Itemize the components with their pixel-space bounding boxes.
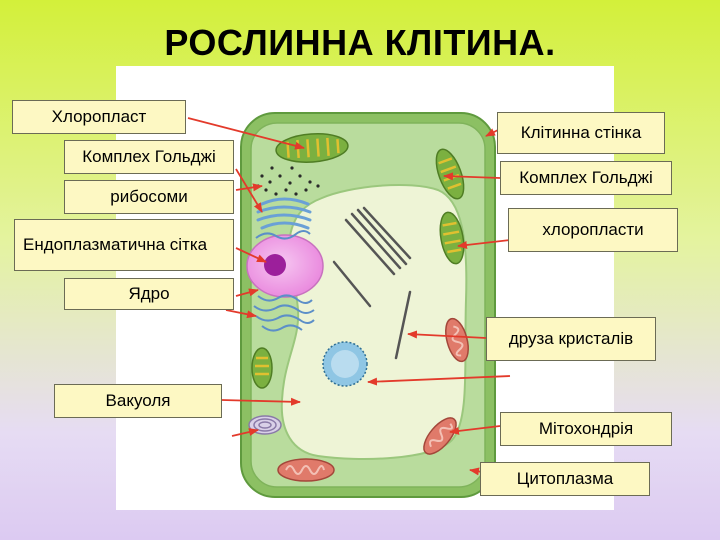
label-chloroplast: Хлоропласт — [12, 100, 186, 134]
label-golgi-left: Комплех Гольджі — [64, 140, 234, 174]
label-chloroplasts: хлоропласти — [508, 208, 678, 252]
ribosomes-dots — [256, 166, 320, 196]
label-crystals: друза кристалів — [486, 317, 656, 361]
label-vacuole: Вакуоля — [54, 384, 222, 418]
label-mitochondria: Мітохондрія — [500, 412, 672, 446]
crystal-druse — [322, 341, 368, 387]
endoplasmic-reticulum — [253, 230, 315, 332]
pointer-arrows — [187, 117, 511, 476]
label-cell-wall: Клітинна стінка — [497, 112, 665, 154]
label-ribosomes: рибосоми — [64, 180, 234, 214]
nucleolus — [264, 254, 286, 276]
crystal-rods — [332, 206, 412, 360]
label-nucleus: Ядро — [64, 278, 234, 310]
label-cytoplasm: Цитоплазма — [480, 462, 650, 496]
page-title: РОСЛИННА КЛІТИНА. — [164, 22, 556, 63]
label-er: Ендоплазматична сітка — [14, 219, 234, 271]
chloroplasts — [251, 133, 465, 389]
label-golgi-right: Комплех Гольджі — [500, 161, 672, 195]
